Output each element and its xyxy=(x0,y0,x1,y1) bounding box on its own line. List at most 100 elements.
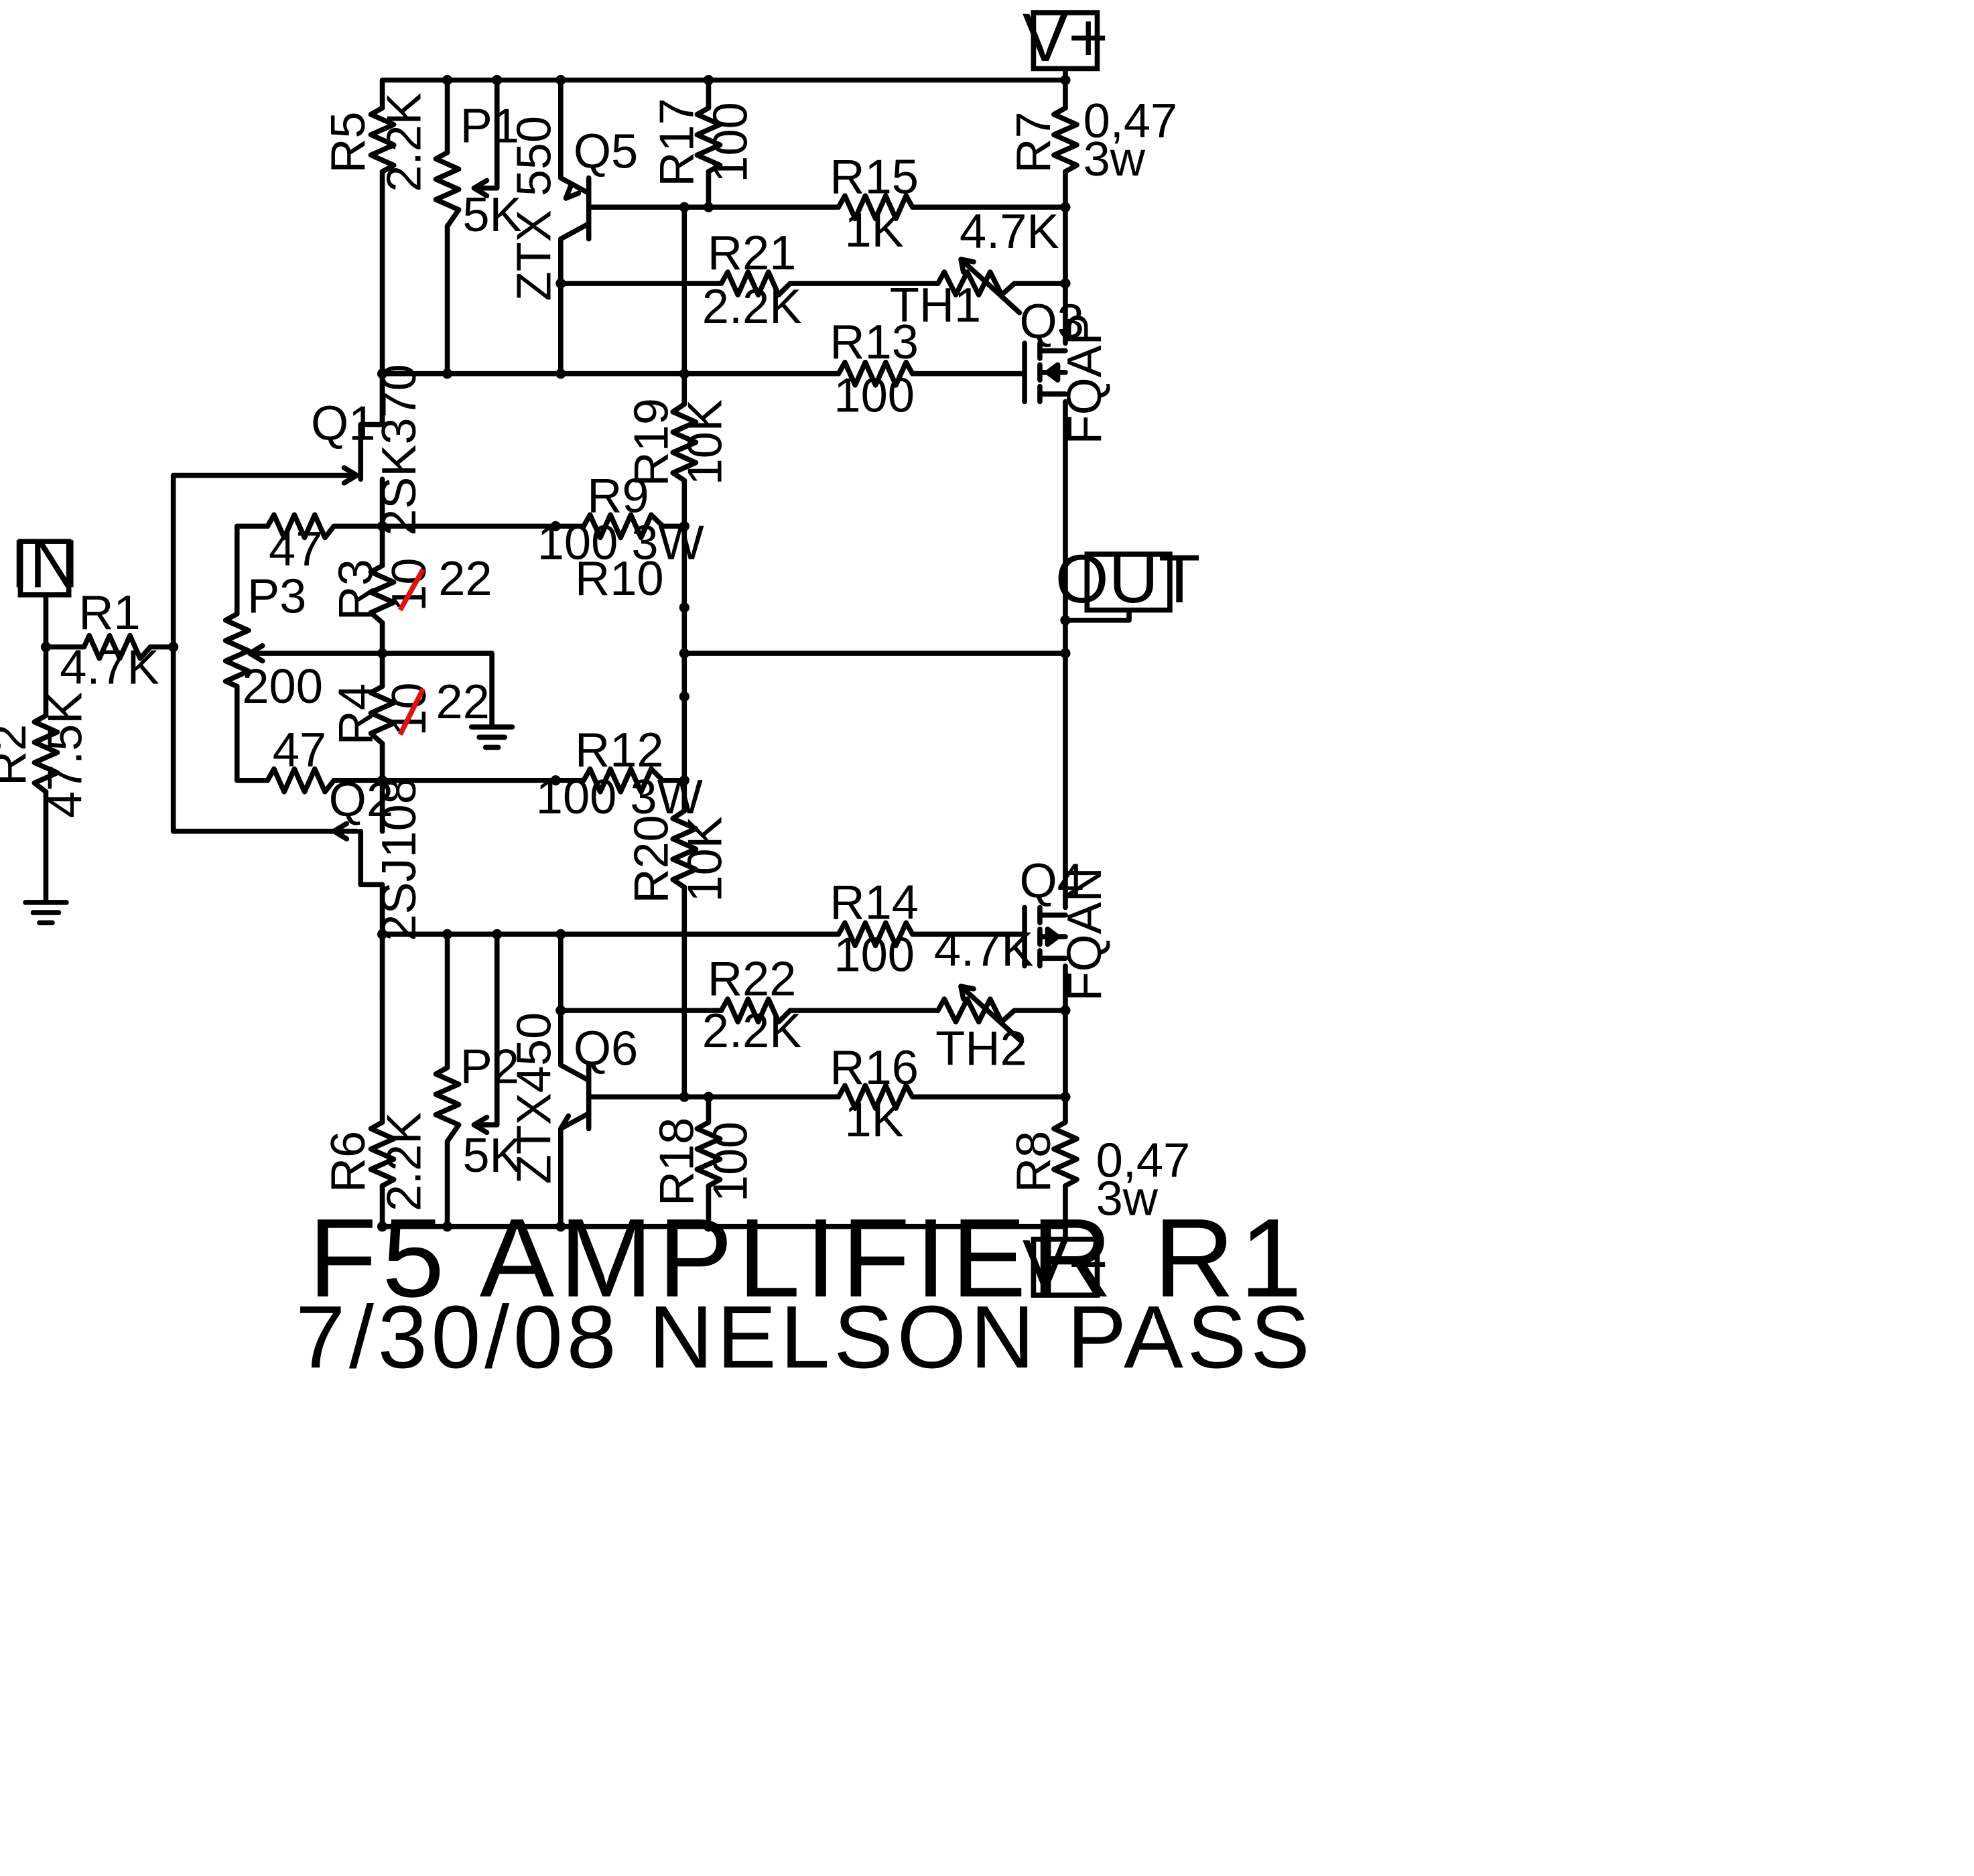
potentiometer-p3 xyxy=(222,611,251,689)
label-r1-value: 4.7K xyxy=(60,641,159,695)
resistor-r3 xyxy=(368,563,397,626)
label-q1-part: 2SK370 xyxy=(373,364,426,535)
label-r14-value: 100 xyxy=(834,928,915,982)
resistor-r8 xyxy=(1051,1120,1079,1189)
label-r9-value: 100 3W xyxy=(537,517,704,570)
potentiometer-p1 xyxy=(433,149,462,229)
label-q6-part: ZTX450 xyxy=(508,1012,562,1184)
resistor-r2 xyxy=(31,713,60,795)
label-p1-value: 5K xyxy=(462,188,521,242)
label-r7-rating: 3w xyxy=(1083,133,1146,186)
label-r4-value: 22 xyxy=(436,675,489,729)
schematic-subtitle: 7/30/08 NELSON PASS xyxy=(295,1288,1313,1387)
label-r5-value: 2.2K xyxy=(378,92,432,192)
label-p2-value: 5K xyxy=(462,1129,521,1183)
label-r9-ref: R9 xyxy=(587,470,649,523)
port-output-label: OUT xyxy=(1055,540,1201,617)
label-r6-value: 2.2K xyxy=(378,1112,432,1211)
q1-gate-arrow xyxy=(341,465,360,486)
resistor-r18 xyxy=(694,1120,723,1189)
label-r2-ref: R2 xyxy=(0,724,36,786)
label-r20-ref: R20 xyxy=(624,815,678,903)
mosfet-q4 xyxy=(1022,904,1068,969)
component-labels: R1 4.7K R2 47.5K R5 2.2K R6 2.2K P1 5K P… xyxy=(0,92,1190,1225)
transistor-q5 xyxy=(558,175,592,242)
label-r15-ref: R15 xyxy=(830,150,919,204)
label-r20-value: 10K xyxy=(678,816,732,902)
resistor-r7 xyxy=(1051,105,1079,174)
ground-center xyxy=(468,724,515,750)
resistor-p3-bottom xyxy=(265,766,337,795)
resistor-r14 xyxy=(836,920,915,949)
label-q2-ref: Q2 xyxy=(329,773,393,827)
label-r19-value: 10K xyxy=(678,399,732,485)
port-input: IN xyxy=(10,525,79,602)
port-vminus: V− xyxy=(1023,1225,1108,1302)
label-r7-value: 0,47 xyxy=(1083,94,1178,148)
label-r1-ref: R1 xyxy=(78,586,140,640)
p2-wiper-arrow xyxy=(471,1114,490,1136)
label-p3-ref: P3 xyxy=(247,570,306,623)
label-r22-value: 2.2K xyxy=(702,1004,802,1058)
label-r3-struck-value: 10 xyxy=(383,558,436,612)
label-r8-value: 0,47 xyxy=(1096,1134,1191,1188)
resistor-r12 xyxy=(581,766,665,795)
label-r16-ref: R16 xyxy=(830,1041,919,1095)
resistor-r13 xyxy=(836,359,915,388)
th2-variable-arrow xyxy=(958,984,1023,1043)
resistor-r17 xyxy=(694,105,723,174)
label-r21-value: 2.2K xyxy=(702,280,802,334)
label-r2-value: 47.5K xyxy=(39,692,92,818)
label-r17-ref: R17 xyxy=(651,98,704,186)
resistor-r20 xyxy=(670,808,699,890)
resistor-r16 xyxy=(836,1083,915,1111)
label-q4-part: FQAN xyxy=(1058,867,1112,1001)
transistors xyxy=(558,175,1068,1132)
label-r22-ref: R22 xyxy=(708,952,797,1006)
p1-wiper-arrow xyxy=(471,178,490,198)
resistor-r6 xyxy=(368,1120,397,1189)
label-p1-ref: P1 xyxy=(460,100,519,153)
label-r8-ref: R8 xyxy=(1007,1131,1061,1193)
label-th1-value: 4.7K xyxy=(960,205,1059,259)
label-r10-ref: R10 xyxy=(575,552,664,606)
label-p3-value: 200 xyxy=(242,660,323,714)
resistor-r1 xyxy=(81,632,153,661)
resistor-p3-top xyxy=(265,512,337,541)
label-r14-ref: R14 xyxy=(830,876,919,930)
p3-wiper-arrow xyxy=(247,643,265,664)
label-q5-ref: Q5 xyxy=(574,125,638,178)
label-r21-ref: R21 xyxy=(708,226,797,280)
label-r12-value: 100 3W xyxy=(536,770,703,824)
q2-gate-arrow xyxy=(331,821,350,842)
resistor-r4 xyxy=(368,683,397,746)
resistor-symbols xyxy=(31,105,1079,1189)
label-q6-ref: Q6 xyxy=(574,1022,638,1076)
port-output: OUT xyxy=(1055,540,1201,617)
label-r3-ref: R3 xyxy=(329,559,383,620)
label-p3-bottom-value: 47 xyxy=(273,724,326,777)
ground-symbols xyxy=(23,724,515,926)
label-r8-rating: 3w xyxy=(1096,1172,1159,1226)
label-r7-ref: R7 xyxy=(1007,111,1061,173)
label-r6-ref: R6 xyxy=(322,1131,375,1193)
thermistor-th2 xyxy=(935,996,1017,1024)
label-th2-value: 4.7K xyxy=(934,923,1034,977)
resistor-r21 xyxy=(718,269,793,297)
label-r12-ref: R12 xyxy=(575,724,664,777)
label-r5-ref: R5 xyxy=(322,111,375,173)
label-r3-value: 22 xyxy=(438,552,492,606)
schematic-title: F5 AMPLIFIER R1 xyxy=(308,1196,1307,1321)
label-q4-ref: Q4 xyxy=(1019,854,1083,908)
label-r13-value: 100 xyxy=(834,369,915,423)
r3-correction-strike xyxy=(397,568,425,612)
label-p3-top-value: 47 xyxy=(269,523,322,576)
label-r17-value: 100 xyxy=(704,102,757,182)
port-vplus-label: V+ xyxy=(1023,0,1108,76)
label-q3-part: FQAP xyxy=(1058,313,1112,444)
port-vplus: V+ xyxy=(1023,0,1108,76)
label-q1-ref: Q1 xyxy=(311,397,375,450)
thermistor-th1 xyxy=(935,269,1017,297)
label-r19-ref: R19 xyxy=(624,398,678,486)
